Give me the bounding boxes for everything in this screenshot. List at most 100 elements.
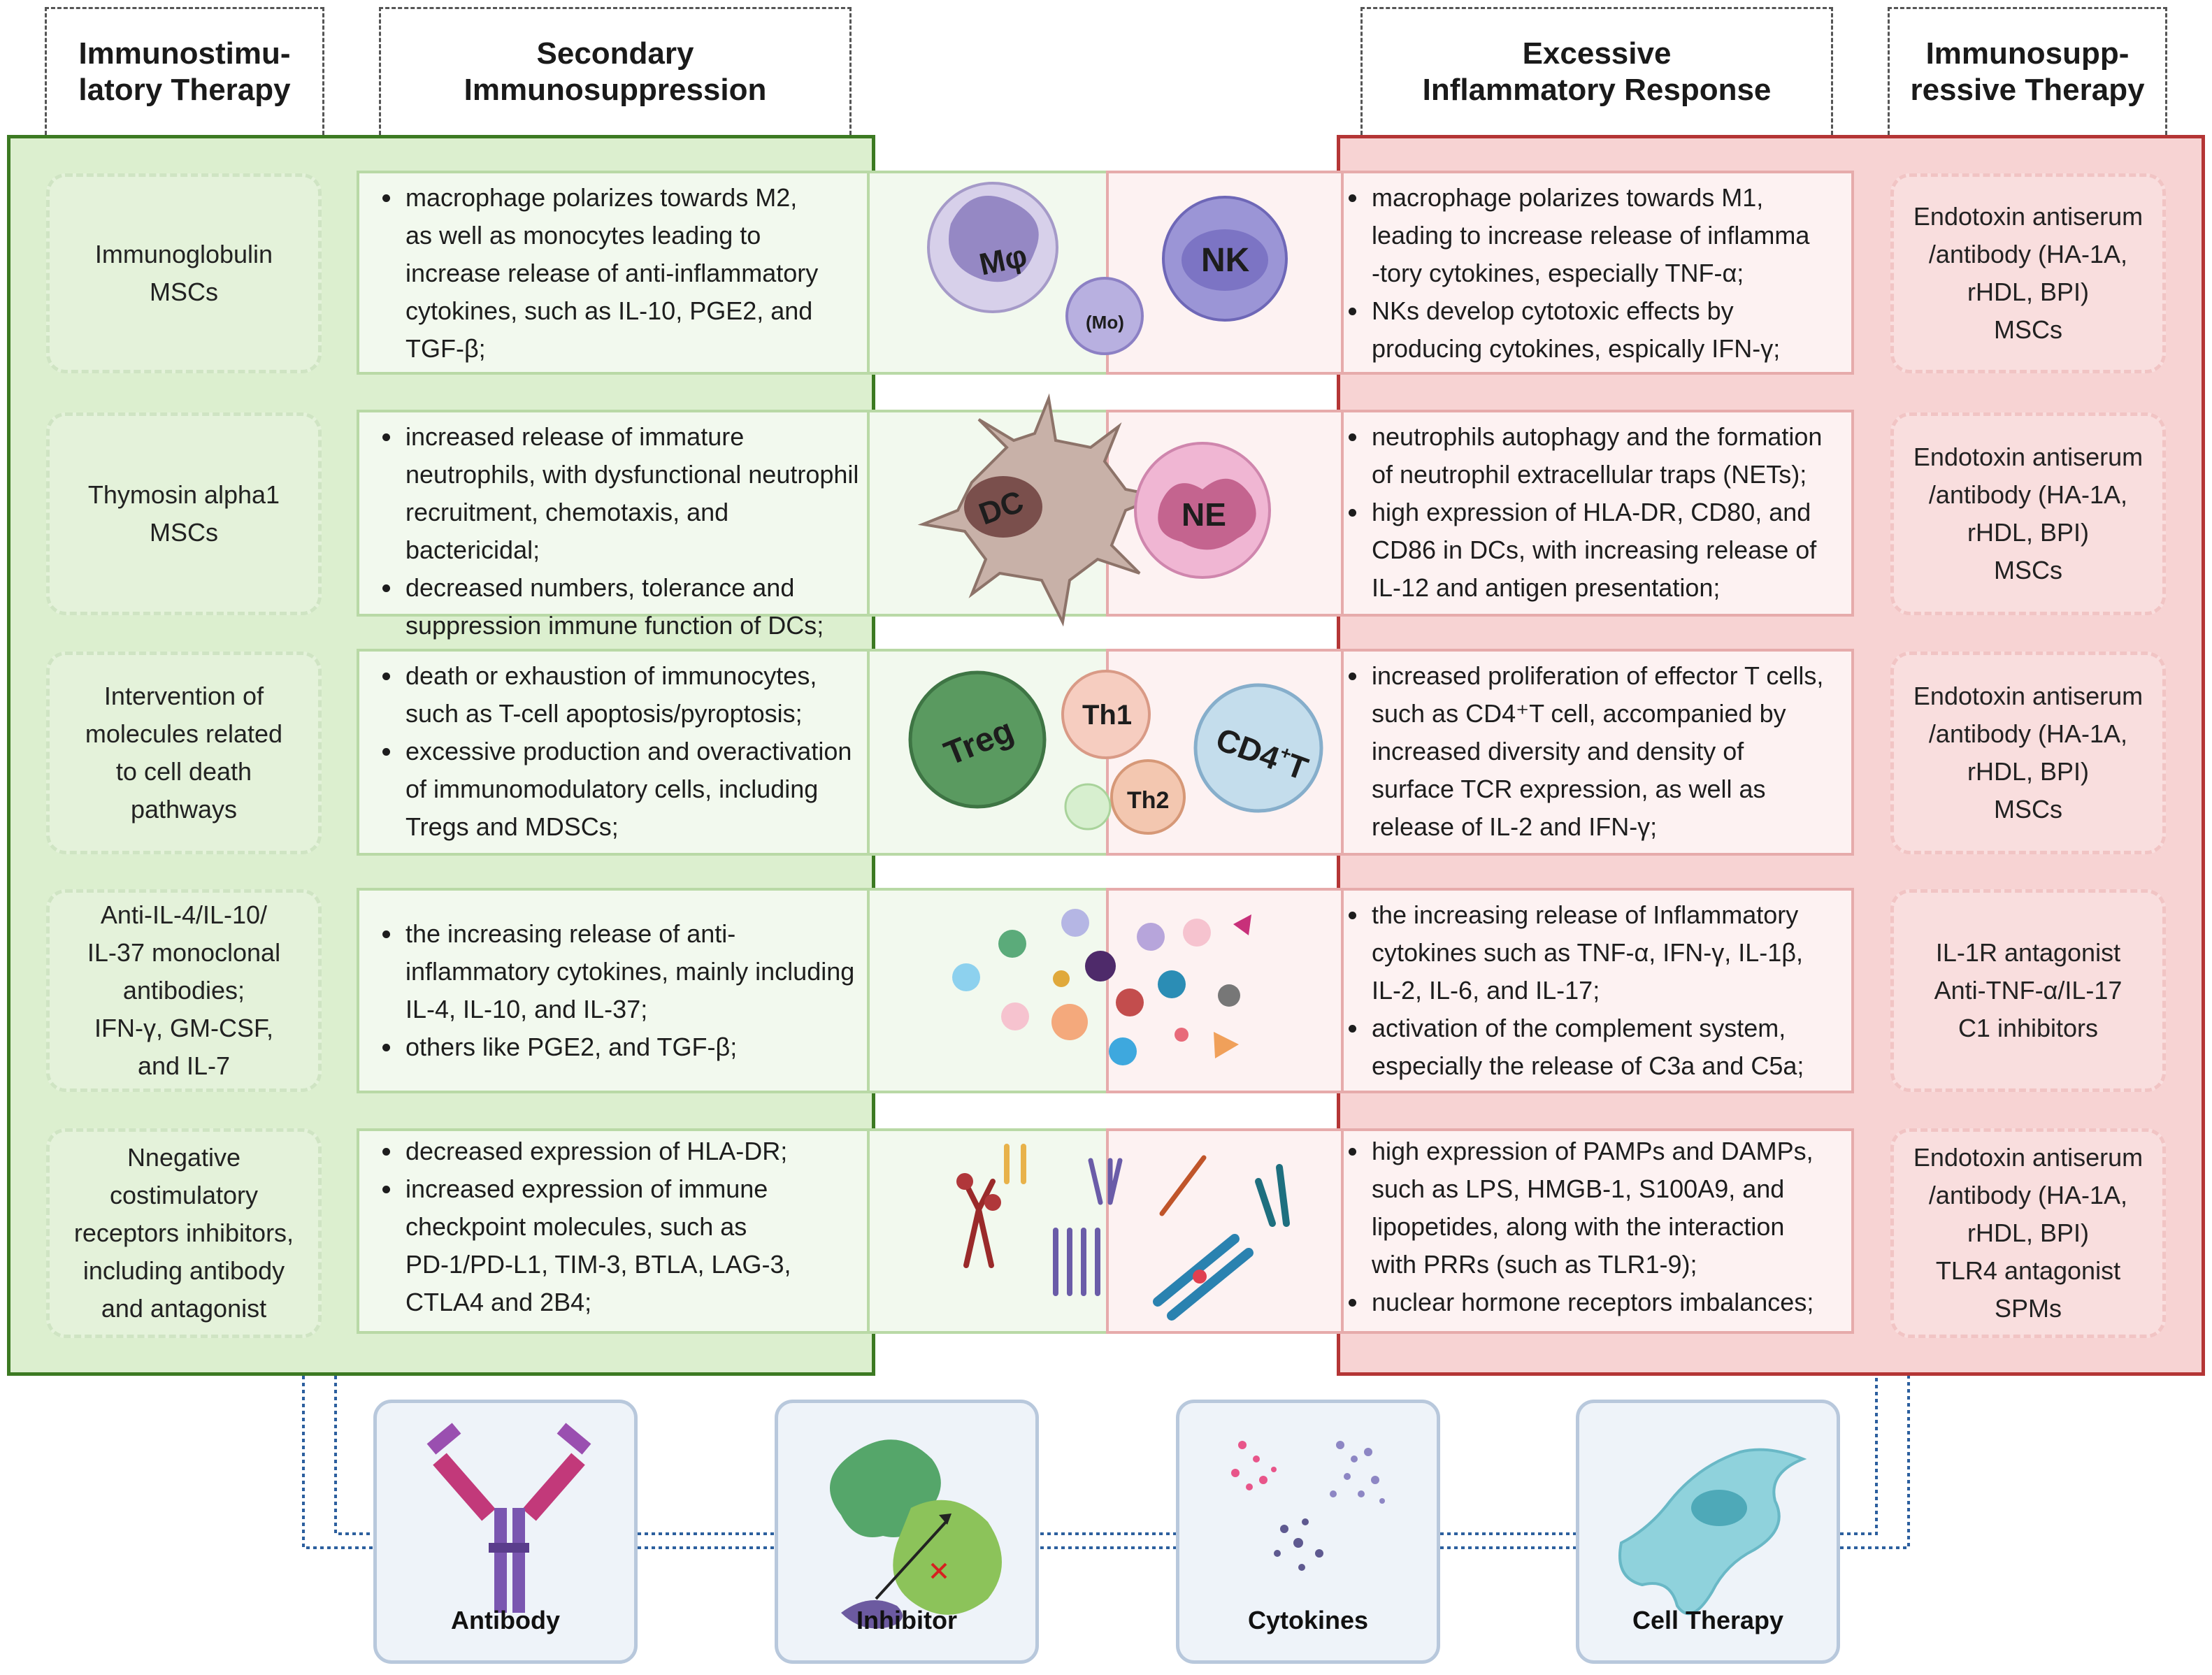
antibody-label: Antibody bbox=[451, 1606, 560, 1634]
inflammation-item-text: high expression of HLA-DR, CD80, and CD8… bbox=[1372, 498, 1817, 602]
left-therapy-5: Nnegative costimulatory receptors inhibi… bbox=[46, 1128, 322, 1338]
left-therapy-4: Anti-IL-4/IL-10/ IL-37 monoclonal antibo… bbox=[46, 889, 322, 1092]
suppression-box-1: macrophage polarizes towards M2, as well… bbox=[357, 171, 870, 375]
suppression-item-text: the increasing release of anti- inflamma… bbox=[405, 919, 855, 1023]
suppression-item-text: others like PGE2, and TGF-β; bbox=[405, 1033, 738, 1061]
inflammation-item: high expression of HLA-DR, CD80, and CD8… bbox=[1369, 494, 1851, 607]
left-therapy-3: Intervention of molecules related to cel… bbox=[46, 652, 322, 854]
left-therapy-4-text: Anti-IL-4/IL-10/ IL-37 monoclonal antibo… bbox=[87, 900, 281, 1080]
cytokines-card: Cytokines bbox=[1176, 1400, 1440, 1664]
connector-lines bbox=[302, 1376, 1910, 1549]
suppression-box-3: death or exhaustion of immunocytes, such… bbox=[357, 649, 870, 856]
inflammation-item: the increasing release of Inflammatory c… bbox=[1369, 896, 1851, 1009]
right-therapy-2: Endotoxin antiserum /antibody (HA-1A, rH… bbox=[1890, 412, 2166, 615]
right-therapy-4-text: IL-1R antagonist Anti-TNF-α/IL-17 C1 inh… bbox=[1934, 938, 2123, 1042]
suppression-list-1: macrophage polarizes towards M2, as well… bbox=[359, 179, 867, 368]
inflammation-list-1: macrophage polarizes towards M1, leading… bbox=[1344, 179, 1851, 368]
suppression-item-text: decreased expression of HLA-DR; bbox=[405, 1137, 788, 1165]
suppression-item-text: death or exhaustion of immunocytes, such… bbox=[405, 661, 817, 728]
inflammation-item-text: increased proliferation of effector T ce… bbox=[1372, 661, 1824, 841]
ne-label: NE bbox=[1182, 496, 1226, 533]
cell-therapy-card: Cell Therapy bbox=[1576, 1400, 1840, 1664]
right-therapy-4: IL-1R antagonist Anti-TNF-α/IL-17 C1 inh… bbox=[1890, 889, 2166, 1092]
suppression-item: excessive production and overactivation … bbox=[403, 733, 867, 846]
suppression-item: increased expression of immune checkpoin… bbox=[403, 1170, 867, 1321]
cell-therapy-icon bbox=[1618, 1448, 1807, 1616]
th1-cell-icon: Th1 bbox=[1061, 670, 1151, 759]
left-therapy-5-text: Nnegative costimulatory receptors inhibi… bbox=[73, 1143, 294, 1323]
inflammation-item-text: the increasing release of Inflammatory c… bbox=[1372, 900, 1803, 1005]
header-immunosuppressive-text: Immunosupp- ressive Therapy bbox=[1910, 36, 2145, 107]
inflammation-list-4: the increasing release of Inflammatory c… bbox=[1344, 896, 1851, 1085]
inflammation-item: increased proliferation of effector T ce… bbox=[1369, 657, 1851, 846]
left-therapy-3-text: Intervention of molecules related to cel… bbox=[85, 682, 283, 824]
left-therapy-1: Immunoglobulin MSCs bbox=[46, 173, 322, 373]
nk-cell-icon: NK bbox=[1162, 196, 1288, 322]
right-therapy-3: Endotoxin antiserum /antibody (HA-1A, rH… bbox=[1890, 652, 2166, 854]
suppression-list-2: increased release of immature neutrophil… bbox=[359, 418, 867, 645]
suppression-item: death or exhaustion of immunocytes, such… bbox=[403, 657, 867, 733]
header-immunosuppressive-therapy: Immunosupp- ressive Therapy bbox=[1888, 7, 2167, 135]
cytokines-label: Cytokines bbox=[1247, 1606, 1369, 1634]
suppression-box-2: increased release of immature neutrophil… bbox=[357, 410, 870, 640]
cytokine-molecules-icon bbox=[952, 909, 1251, 1065]
inflammation-box-5: high expression of PAMPs and DAMPs, such… bbox=[1341, 1128, 1854, 1334]
neutrophil-cell-icon: NE bbox=[1134, 442, 1271, 579]
suppression-item: macrophage polarizes towards M2, as well… bbox=[403, 179, 867, 368]
cd4-t-cell-icon: CD4+T bbox=[1193, 683, 1323, 813]
suppression-box-4: the increasing release of anti- inflamma… bbox=[357, 888, 870, 1093]
inflammation-box-1: macrophage polarizes towards M1, leading… bbox=[1341, 171, 1854, 375]
suppression-item-text: decreased numbers, tolerance and suppres… bbox=[405, 573, 824, 640]
cytokines-icon bbox=[1231, 1441, 1385, 1571]
receptor-molecules-icon bbox=[956, 1144, 1290, 1321]
header-immunostimulatory-text: Immunostimu- latory Therapy bbox=[78, 36, 291, 107]
cell-therapy-label: Cell Therapy bbox=[1632, 1606, 1784, 1634]
inflammation-list-2: neutrophils autophagy and the formation … bbox=[1344, 418, 1851, 607]
suppression-list-4: the increasing release of anti- inflamma… bbox=[359, 915, 867, 1066]
inflammation-list-3: increased proliferation of effector T ce… bbox=[1344, 657, 1851, 846]
nk-label: NK bbox=[1201, 242, 1250, 279]
th2-label: Th2 bbox=[1127, 787, 1169, 814]
dendritic-cell-icon: DC bbox=[917, 393, 1165, 627]
antibody-card: Antibody bbox=[373, 1400, 638, 1664]
inflammation-item: NKs develop cytotoxic effects by produci… bbox=[1369, 292, 1851, 368]
treg-cell-icon: Treg bbox=[908, 670, 1047, 809]
suppression-item-text: increased release of immature neutrophil… bbox=[405, 422, 859, 564]
right-therapy-5: Endotoxin antiserum /antibody (HA-1A, rH… bbox=[1890, 1128, 2166, 1338]
left-therapy-2: Thymosin alpha1 MSCs bbox=[46, 412, 322, 615]
th2-cell-icon: Th2 bbox=[1110, 759, 1186, 835]
suppression-item-text: macrophage polarizes towards M2, as well… bbox=[405, 183, 819, 363]
right-therapy-1-text: Endotoxin antiserum /antibody (HA-1A, rH… bbox=[1913, 202, 2143, 344]
inhibitor-label: Inhibitor bbox=[856, 1606, 957, 1634]
inflammation-item: activation of the complement system, esp… bbox=[1369, 1009, 1851, 1085]
left-therapy-2-text: Thymosin alpha1 MSCs bbox=[87, 480, 280, 547]
monocyte-label: (Mo) bbox=[1086, 312, 1124, 333]
suppression-item: decreased numbers, tolerance and suppres… bbox=[403, 569, 867, 645]
inflammation-list-5: high expression of PAMPs and DAMPs, such… bbox=[1344, 1133, 1851, 1321]
inflammation-item-text: macrophage polarizes towards M1, leading… bbox=[1372, 183, 1810, 287]
inflammation-item: nuclear hormone receptors imbalances; bbox=[1369, 1284, 1851, 1321]
inflammation-item-text: high expression of PAMPs and DAMPs, such… bbox=[1372, 1137, 1814, 1279]
mid-strip-red-5 bbox=[1106, 1128, 1344, 1334]
header-excessive-inflammatory-response: Excessive Inflammatory Response bbox=[1360, 7, 1833, 135]
right-therapy-3-text: Endotoxin antiserum /antibody (HA-1A, rH… bbox=[1913, 682, 2143, 824]
suppression-item: decreased expression of HLA-DR; bbox=[403, 1133, 867, 1170]
suppression-list-3: death or exhaustion of immunocytes, such… bbox=[359, 657, 867, 846]
suppression-list-5: decreased expression of HLA-DR; increase… bbox=[359, 1133, 867, 1321]
inflammation-item-text: nuclear hormone receptors imbalances; bbox=[1372, 1288, 1814, 1316]
header-immunostimulatory-therapy: Immunostimu- latory Therapy bbox=[45, 7, 324, 135]
inflammation-item-text: neutrophils autophagy and the formation … bbox=[1372, 422, 1823, 489]
inflammation-box-3: increased proliferation of effector T ce… bbox=[1341, 649, 1854, 856]
suppression-item: others like PGE2, and TGF-β; bbox=[403, 1028, 867, 1066]
inhibitor-card: Inhibitor bbox=[775, 1400, 1039, 1664]
inflammation-item-text: activation of the complement system, esp… bbox=[1372, 1014, 1804, 1080]
antibody-icon bbox=[426, 1423, 591, 1613]
small-lymphocyte-icon bbox=[1064, 783, 1112, 831]
macrophage-cell-icon: Mφ bbox=[927, 182, 1058, 313]
inflammation-item: macrophage polarizes towards M1, leading… bbox=[1369, 179, 1851, 292]
inhibitor-icon bbox=[830, 1439, 1002, 1629]
th1-label: Th1 bbox=[1082, 700, 1132, 731]
header-excessive-text: Excessive Inflammatory Response bbox=[1422, 36, 1772, 107]
right-therapy-5-text: Endotoxin antiserum /antibody (HA-1A, rH… bbox=[1913, 1143, 2143, 1323]
